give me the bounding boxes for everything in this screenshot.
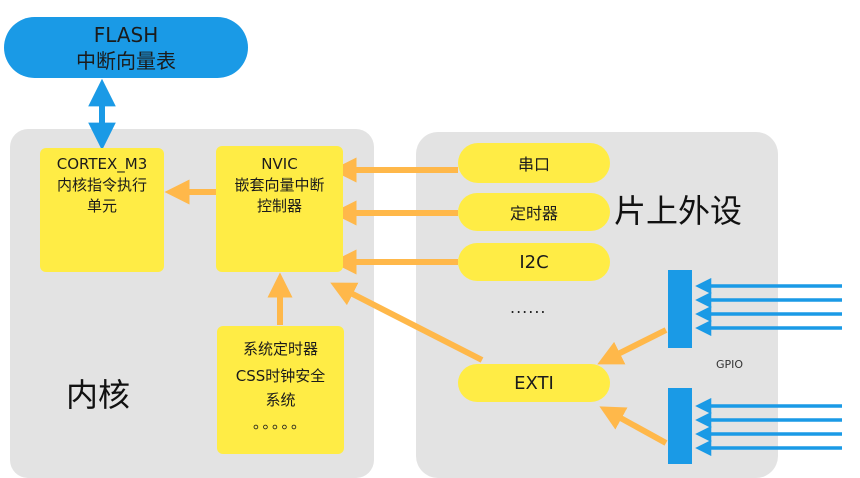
sys-line2: CSS时钟安全 <box>235 367 326 385</box>
sys-ellipsis: 。。。。。 <box>252 414 308 432</box>
exti-label: EXTI <box>514 372 554 394</box>
gpio-bottom-to-exti-arrow <box>599 406 668 446</box>
i2c-pill: I2C <box>458 243 610 281</box>
system-timer-box: 系统定时器 CSS时钟安全 系统 。。。。。 <box>217 326 344 454</box>
gpio-label: GPIO <box>716 358 744 371</box>
cortex-line3: 单元 <box>86 197 117 215</box>
uart-label: 串口 <box>517 155 550 174</box>
flash-vector-table: FLASH 中断向量表 <box>4 17 248 78</box>
nvic-box: NVIC 嵌套向量中断 控制器 <box>216 146 343 272</box>
timer-pill: 定时器 <box>458 193 610 231</box>
peripheral-ellipsis: ...... <box>510 298 547 317</box>
flash-subtitle: 中断向量表 <box>76 48 176 73</box>
gpio-top-to-exti-arrow <box>597 327 668 365</box>
cortex-m3-box: CORTEX_M3 内核指令执行 单元 <box>40 148 164 272</box>
flash-title: FLASH <box>93 22 159 47</box>
timer-label: 定时器 <box>509 204 558 223</box>
nvic-line1: NVIC <box>261 155 298 173</box>
gpio-port-bottom <box>668 388 692 464</box>
gpio-top-input-arrows <box>695 277 842 337</box>
gpio-port-top <box>668 270 692 348</box>
nvic-line3: 控制器 <box>256 197 302 215</box>
sys-line3: 系统 <box>265 391 296 409</box>
i2c-label: I2C <box>519 251 549 273</box>
sys-line1: 系统定时器 <box>242 340 318 358</box>
exti-to-nvic-arrow <box>330 282 484 363</box>
nvic-line2: 嵌套向量中断 <box>234 176 325 194</box>
exti-pill: EXTI <box>458 364 610 402</box>
cortex-line1: CORTEX_M3 <box>56 155 148 173</box>
gpio-bottom-input-arrows <box>695 397 842 457</box>
cortex-line2: 内核指令执行 <box>56 176 147 194</box>
uart-pill: 串口 <box>458 143 610 183</box>
peripheral-label: 片上外设 <box>614 192 743 230</box>
core-label: 内核 <box>66 376 131 414</box>
